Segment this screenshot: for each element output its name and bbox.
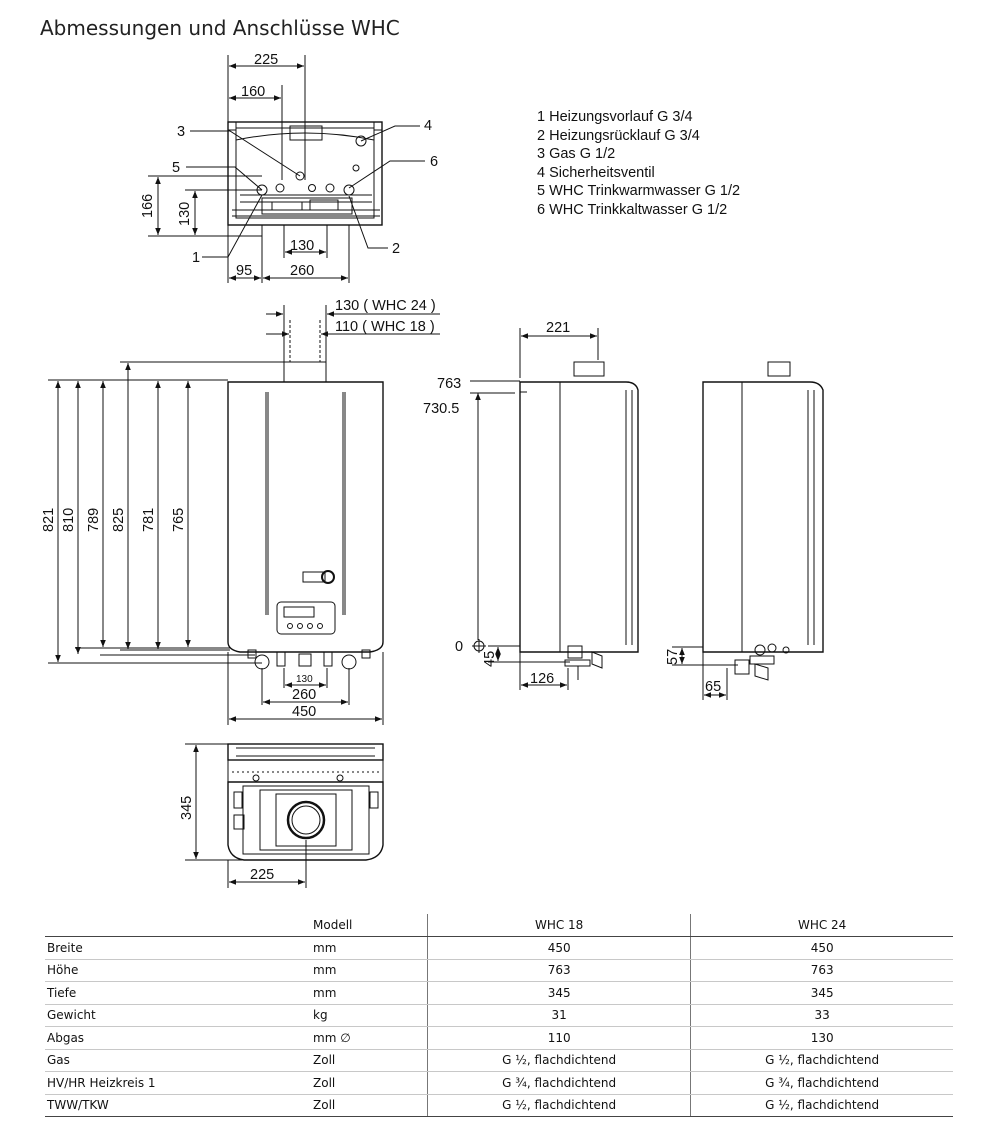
callout-4: 4 (424, 118, 432, 134)
dim-flue-130: 130 ( WHC 24 ) (335, 298, 436, 314)
legend-item: 1 Heizungsvorlauf G 3/4 (537, 109, 693, 125)
front-view-drawing (48, 305, 440, 725)
callout-2: 2 (392, 241, 400, 257)
row-value-whc24: 33 (690, 1004, 953, 1027)
row-label: Tiefe (45, 981, 311, 1005)
row-label: Gas (45, 1049, 311, 1072)
legend-item: 3 Gas G 1/2 (537, 146, 616, 162)
callout-3: 3 (177, 124, 185, 140)
row-value-whc18: 763 (426, 959, 691, 982)
dim-top-225: 225 (254, 52, 278, 68)
table-header-row: Modell WHC 18 WHC 24 (45, 914, 953, 937)
right-view-drawing (672, 361, 824, 700)
spec-table: Modell WHC 18 WHC 24 Breite mm 450 450 H… (45, 914, 953, 1117)
row-value-whc18: 110 (426, 1026, 691, 1050)
row-unit: mm (311, 981, 428, 1005)
row-value-whc18: 31 (426, 1004, 691, 1027)
header-whc24: WHC 24 (690, 914, 953, 937)
row-value-whc24: 345 (690, 981, 953, 1005)
dim-side-126: 126 (530, 671, 554, 687)
row-label: Abgas (45, 1026, 311, 1050)
dim-top-130-vertical: 130 (177, 202, 193, 226)
row-value-whc24: G ½, flachdichtend (690, 1049, 953, 1072)
dim-front-825: 825 (111, 508, 127, 532)
row-value-whc18: G ½, flachdichtend (426, 1049, 691, 1072)
dim-plan-345: 345 (179, 796, 195, 820)
row-label: Breite (45, 936, 311, 960)
row-value-whc24: 450 (690, 936, 953, 960)
dim-top-160: 160 (241, 84, 265, 100)
row-value-whc24: G ½, flachdichtend (690, 1094, 953, 1117)
row-unit: Zoll (311, 1094, 428, 1117)
table-row: Tiefe mm 345 345 (45, 981, 953, 1005)
row-unit: mm ∅ (311, 1026, 428, 1050)
top-view-drawing (148, 55, 425, 283)
dim-top-130-horizontal: 130 (290, 238, 314, 254)
dim-side-763: 763 (437, 376, 461, 392)
row-unit: Zoll (311, 1071, 428, 1095)
table-row: Breite mm 450 450 (45, 936, 953, 960)
legend-item: 2 Heizungsrücklauf G 3/4 (537, 127, 700, 144)
dim-flue-110: 110 ( WHC 18 ) (335, 319, 435, 335)
header-modell: Modell (311, 914, 428, 937)
dim-front-781: 781 (141, 508, 157, 532)
table-row: Gas Zoll G ½, flachdichtend G ½, flachdi… (45, 1049, 953, 1072)
page-title: Abmessungen und Anschlüsse WHC (40, 16, 400, 40)
dim-front-260: 260 (292, 687, 316, 703)
row-label: HV/HR Heizkreis 1 (45, 1071, 311, 1095)
dim-side-221: 221 (546, 320, 570, 336)
table-row: Höhe mm 763 763 (45, 959, 953, 982)
table-row: Gewicht kg 31 33 (45, 1004, 953, 1027)
row-value-whc24: 763 (690, 959, 953, 982)
row-unit: Zoll (311, 1049, 428, 1072)
row-label: TWW/TKW (45, 1094, 311, 1117)
dim-top-95: 95 (236, 263, 252, 279)
dim-front-765: 765 (171, 508, 187, 532)
technical-drawing: 225 160 166 130 130 95 260 1 2 3 4 5 6 8… (41, 52, 824, 888)
dim-right-65: 65 (705, 679, 721, 695)
dim-plan-225: 225 (250, 867, 274, 883)
dim-top-260: 260 (290, 263, 314, 279)
callout-6: 6 (430, 154, 438, 170)
dim-top-166: 166 (140, 194, 156, 218)
dim-side-0: 0 (455, 639, 463, 655)
callout-1: 1 (192, 250, 200, 266)
row-value-whc18: G ½, flachdichtend (426, 1094, 691, 1117)
legend-item: 6 WHC Trinkkaltwasser G 1/2 (537, 201, 728, 218)
row-value-whc24: 130 (690, 1026, 953, 1050)
row-unit: mm (311, 959, 428, 982)
row-label: Höhe (45, 959, 311, 982)
row-value-whc18: G ¾, flachdichtend (426, 1071, 691, 1095)
row-value-whc24: G ¾, flachdichtend (690, 1071, 953, 1095)
dim-front-130: 130 (296, 674, 313, 685)
row-label: Gewicht (45, 1004, 311, 1027)
legend-item: 5 WHC Trinkwarmwasser G 1/2 (537, 183, 741, 199)
table-row: TWW/TKW Zoll G ½, flachdichtend G ½, fla… (45, 1094, 953, 1117)
dim-front-450: 450 (292, 704, 316, 720)
row-value-whc18: 450 (426, 936, 691, 960)
header-whc18: WHC 18 (426, 914, 691, 937)
table-row: Abgas mm ∅ 110 130 (45, 1026, 953, 1050)
row-unit: kg (311, 1004, 428, 1027)
callout-5: 5 (172, 160, 180, 176)
dim-front-789: 789 (86, 508, 102, 532)
side-view-drawing (470, 328, 639, 690)
dim-front-821: 821 (41, 508, 57, 532)
dim-side-45: 45 (482, 651, 498, 667)
dim-front-810: 810 (61, 508, 77, 532)
table-row: HV/HR Heizkreis 1 Zoll G ¾, flachdichten… (45, 1071, 953, 1095)
dim-right-57: 57 (665, 649, 681, 665)
dim-side-730-5: 730.5 (423, 401, 459, 417)
row-unit: mm (311, 936, 428, 960)
row-value-whc18: 345 (426, 981, 691, 1005)
plan-view-drawing (185, 743, 384, 888)
connection-legend: 1 Heizungsvorlauf G 3/4 2 Heizungsrückla… (537, 108, 740, 219)
legend-item: 4 Sicherheitsventil (537, 164, 655, 181)
